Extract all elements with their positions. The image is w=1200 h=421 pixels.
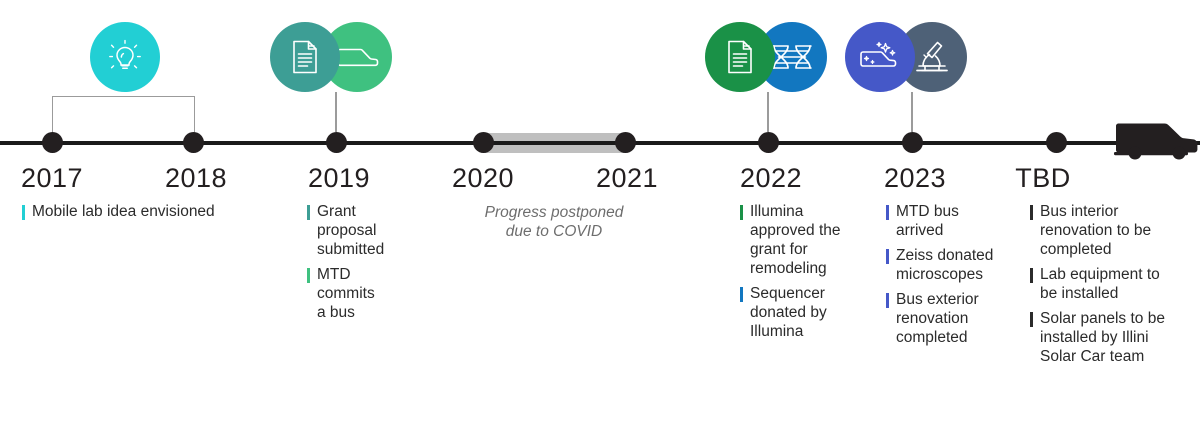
bullet-marker xyxy=(1030,205,1033,220)
bullet-label: MTD commits a bus xyxy=(317,266,375,321)
list-item: Zeiss donated microscopes xyxy=(886,246,1004,284)
icon-group-2017 xyxy=(90,22,160,92)
sparkle-bus-icon xyxy=(860,41,897,67)
axis-dot-2019[interactable] xyxy=(325,132,347,153)
document-icon-circle xyxy=(270,22,340,92)
bullet-marker xyxy=(307,205,310,220)
bullet-marker xyxy=(1030,268,1033,283)
microscope-icon xyxy=(916,41,948,72)
axis-dot-2022[interactable] xyxy=(757,132,779,153)
list-item: MTD bus arrived xyxy=(886,202,1004,240)
bus-icon xyxy=(337,48,379,67)
bullet-label: Grant proposal submitted xyxy=(317,203,385,258)
lightbulb-icon xyxy=(109,39,141,69)
bullet-marker xyxy=(1030,312,1033,327)
document-icon xyxy=(728,40,752,74)
bullet-label: Illumina approved the grant for remodeli… xyxy=(750,203,841,277)
icon-group-2023 xyxy=(845,22,967,92)
stem-2022 xyxy=(767,92,769,132)
bullet-marker xyxy=(307,268,310,283)
bullet-marker xyxy=(740,287,743,302)
bullet-label: Sequencer donated by Illumina xyxy=(750,285,827,340)
year-label-tbd: TBD xyxy=(1015,163,1071,193)
year-label-2019: 2019 xyxy=(307,163,371,193)
bullets-2023: MTD bus arrived Zeiss donated microscope… xyxy=(886,202,1004,353)
list-item: MTD commits a bus xyxy=(307,265,385,322)
year-label-2020: 2020 xyxy=(451,163,515,193)
axis-dot-2021[interactable] xyxy=(614,132,636,153)
stem-2023 xyxy=(911,92,913,132)
bullet-label: Bus exterior renovation completed xyxy=(896,291,979,346)
bullet-label: Solar panels to be installed by Illini S… xyxy=(1040,310,1165,365)
list-item: Lab equipment to be installed xyxy=(1030,265,1165,303)
axis-dot-2020[interactable] xyxy=(472,132,494,153)
document-icon xyxy=(293,40,317,74)
year-label-2017: 2017 xyxy=(20,163,84,193)
bullet-label: Zeiss donated microscopes xyxy=(896,247,994,283)
list-item: Sequencer donated by Illumina xyxy=(740,284,856,341)
year-label-2023: 2023 xyxy=(883,163,947,193)
bullets-2022: Illumina approved the grant for remodeli… xyxy=(740,202,856,347)
stem-2019 xyxy=(335,92,337,132)
bracket-2017-2018 xyxy=(52,96,195,142)
bullet-marker xyxy=(22,205,25,220)
list-item: Mobile lab idea envisioned xyxy=(22,202,267,221)
list-item: Grant proposal submitted xyxy=(307,202,385,259)
axis-dot-tbd[interactable] xyxy=(1045,132,1067,153)
bullet-marker xyxy=(886,205,889,220)
axis-dot-2018[interactable] xyxy=(182,132,204,153)
lightbulb-icon-circle xyxy=(90,22,160,92)
bullet-label: MTD bus arrived xyxy=(896,203,959,239)
bus-silhouette xyxy=(1112,113,1198,173)
bullet-label: Mobile lab idea envisioned xyxy=(32,203,215,220)
axis-dot-2017[interactable] xyxy=(41,132,63,153)
bullet-marker xyxy=(886,293,889,308)
dna-helix-icon xyxy=(772,45,812,69)
year-label-2021: 2021 xyxy=(595,163,659,193)
document-icon-circle xyxy=(705,22,775,92)
list-item: Illumina approved the grant for remodeli… xyxy=(740,202,856,278)
year-label-2022: 2022 xyxy=(739,163,803,193)
year-label-2018: 2018 xyxy=(164,163,228,193)
list-item: Bus interior renovation to be completed xyxy=(1030,202,1165,259)
list-item: Solar panels to be installed by Illini S… xyxy=(1030,309,1165,366)
bullets-tbd: Bus interior renovation to be completed … xyxy=(1030,202,1165,372)
bullet-label: Bus interior renovation to be completed xyxy=(1040,203,1152,258)
bullet-marker xyxy=(740,205,743,220)
timeline-axis xyxy=(0,141,1200,145)
icon-group-2022 xyxy=(705,22,827,92)
bullets-2019: Grant proposal submitted MTD commits a b… xyxy=(307,202,385,328)
bullets-2017: Mobile lab idea envisioned xyxy=(22,202,267,227)
axis-dot-2023[interactable] xyxy=(901,132,923,153)
list-item: Bus exterior renovation completed xyxy=(886,290,1004,347)
icon-group-2019 xyxy=(270,22,392,92)
covid-note: Progress postponed due to COVID xyxy=(484,204,624,240)
sparkle-bus-icon-circle xyxy=(845,22,915,92)
bullet-marker xyxy=(886,249,889,264)
bullet-label: Lab equipment to be installed xyxy=(1040,266,1160,302)
bus-silhouette-icon xyxy=(1114,123,1198,160)
